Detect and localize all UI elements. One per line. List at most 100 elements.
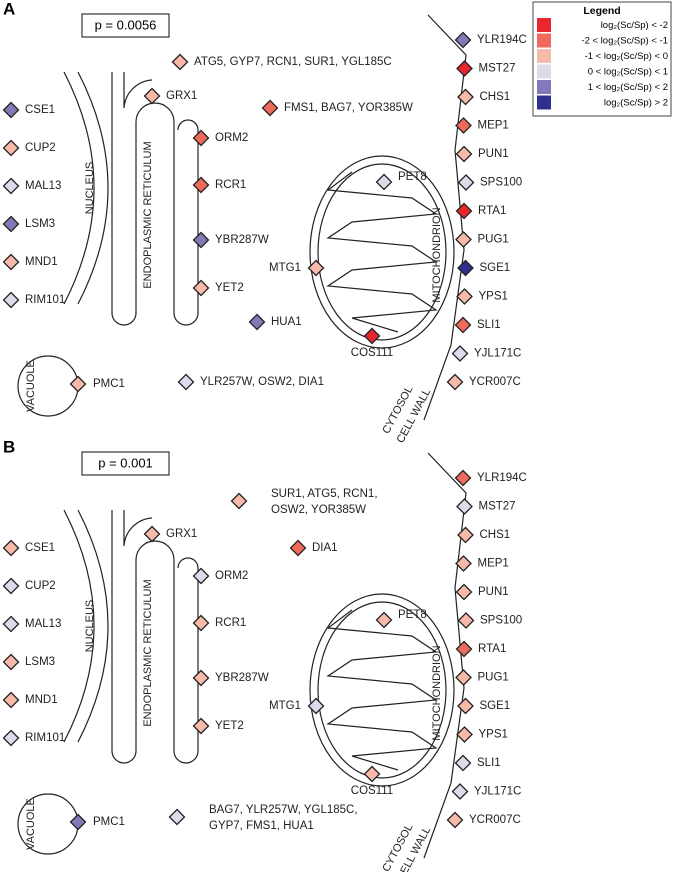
protein-marker-rim101 <box>2 291 20 309</box>
protein-label-chs1: CHS1 <box>480 529 511 541</box>
protein-marker-rcr1 <box>192 176 210 194</box>
protein-marker-mst27 <box>456 60 473 77</box>
protein-group-label: SUR1, ATG5, RCN1, <box>271 488 378 500</box>
protein-marker-ylr257w-osw2-dia1 <box>177 373 195 391</box>
protein-label-pmc1: PMC1 <box>93 378 125 390</box>
protein-marker-mnd1 <box>2 691 20 709</box>
protein-marker-chs1 <box>457 526 474 544</box>
vacuole-label: VACUOLE <box>25 798 37 850</box>
protein-marker-yjl171c <box>451 345 469 362</box>
protein-marker-hua1 <box>248 313 266 331</box>
protein-group-label: HUA1 <box>271 316 302 328</box>
nucleus-membrane-inner <box>77 509 109 743</box>
protein-label-cos111: COS111 <box>351 785 393 797</box>
protein-label-sps100: SPS100 <box>480 177 522 189</box>
protein-label-ybr287w: YBR287W <box>215 234 269 246</box>
protein-label-pet8: PET8 <box>398 609 427 621</box>
protein-marker-sps100 <box>457 612 475 629</box>
protein-marker-yps1 <box>456 726 473 743</box>
protein-label-mtg1: MTG1 <box>269 700 301 712</box>
protein-label-mep1: MEP1 <box>478 558 509 570</box>
legend-swatch <box>537 18 551 32</box>
legend-label: log₂(Sc/Sp) < -2 <box>601 20 668 31</box>
protein-label-mtg1: MTG1 <box>269 262 301 274</box>
nucleus-membrane-outer <box>63 509 95 743</box>
protein-label-sge1: SGE1 <box>480 700 511 712</box>
protein-marker-fms1-bag7-yor385w <box>261 99 279 117</box>
cell-wall-membrane <box>423 14 467 421</box>
protein-label-rta1: RTA1 <box>478 643 506 655</box>
protein-marker-bag7-ylr257w-ygl185c <box>168 808 186 826</box>
protein-label-yjl171c: YJL171C <box>474 786 521 798</box>
protein-marker-rcr1 <box>192 614 210 632</box>
protein-label-mst27: MST27 <box>479 501 516 513</box>
protein-marker-cos111 <box>363 327 381 345</box>
protein-marker-cse1 <box>2 539 20 557</box>
legend-title: Legend <box>583 5 620 17</box>
protein-marker-rta1 <box>455 202 473 220</box>
protein-label-mal13: MAL13 <box>25 180 61 192</box>
protein-label-pmc1: PMC1 <box>93 816 125 828</box>
protein-label-ycr007c: YCR007C <box>469 376 521 388</box>
pvalue-box <box>81 451 170 476</box>
protein-group-label-2: OSW2, YOR385W <box>271 504 366 516</box>
protein-group-label: DIA1 <box>312 542 338 554</box>
protein-marker-orm2 <box>192 129 210 147</box>
protein-marker-pet8 <box>375 611 393 629</box>
protein-marker-pug1 <box>455 669 472 686</box>
protein-marker-mal13 <box>2 615 20 633</box>
legend-label: 0 < log₂(Sc/Sp) < 1 <box>588 67 668 78</box>
protein-label-mal13: MAL13 <box>25 618 61 630</box>
er-label: ENDOPLASMIC RETICULUM <box>142 579 154 726</box>
protein-marker-sge1 <box>457 259 474 277</box>
protein-label-yps1: YPS1 <box>479 291 508 303</box>
protein-label-mst27: MST27 <box>479 63 516 75</box>
protein-marker-yps1 <box>456 288 473 305</box>
er-membrane <box>111 510 199 764</box>
protein-marker-sge1 <box>457 697 474 715</box>
protein-label-grx1: GRX1 <box>166 90 197 102</box>
vacuole-label: VACUOLE <box>25 360 37 412</box>
legend-swatch <box>537 33 551 48</box>
er-membrane-top <box>123 72 153 109</box>
protein-label-pug1: PUG1 <box>478 234 509 246</box>
protein-marker-yet2 <box>192 279 210 297</box>
mitochondrion-label: MITOCHONDRION <box>431 207 443 302</box>
protein-label-mnd1: MND1 <box>25 256 58 268</box>
protein-label-cse1: CSE1 <box>25 104 55 116</box>
protein-marker-chs1 <box>457 88 474 106</box>
protein-marker-ylr194c <box>454 469 472 487</box>
nucleus-membrane-inner <box>77 71 109 305</box>
nucleus-membrane-outer <box>63 71 95 305</box>
mito-outer-membrane <box>309 593 455 787</box>
protein-label-rcr1: RCR1 <box>215 179 246 191</box>
panel-letter: B <box>3 437 15 456</box>
er-label: ENDOPLASMIC RETICULUM <box>142 141 154 288</box>
protein-marker-ycr007c <box>446 811 464 829</box>
protein-marker-ycr007c <box>446 373 464 391</box>
protein-marker-lsm3 <box>2 653 20 671</box>
protein-marker-mst27 <box>456 498 473 515</box>
protein-label-lsm3: LSM3 <box>25 218 55 230</box>
protein-marker-pug1 <box>455 231 472 248</box>
protein-marker-yjl171c <box>451 783 469 800</box>
nucleus-label: NUCLEUS <box>84 162 96 215</box>
mitochondrion-label: MITOCHONDRION <box>431 645 443 740</box>
protein-label-sli1: SLI1 <box>477 757 501 769</box>
protein-label-cos111: COS111 <box>351 347 393 359</box>
protein-label-sli1: SLI1 <box>477 319 501 331</box>
protein-marker-ybr287w <box>192 231 210 249</box>
protein-marker-rim101 <box>2 729 20 747</box>
protein-marker-sps100 <box>457 174 475 191</box>
pvalue-label: p = 0.001 <box>98 455 153 470</box>
protein-group-label: BAG7, YLR257W, YGL185C, <box>209 804 358 816</box>
legend-box <box>532 1 672 117</box>
protein-label-orm2: ORM2 <box>215 132 248 144</box>
protein-label-sge1: SGE1 <box>480 262 511 274</box>
protein-label-yet2: YET2 <box>215 282 244 294</box>
protein-marker-cse1 <box>2 101 20 119</box>
protein-marker-sli1 <box>454 316 472 334</box>
protein-label-ybr287w: YBR287W <box>215 672 269 684</box>
protein-marker-rta1 <box>455 640 473 658</box>
